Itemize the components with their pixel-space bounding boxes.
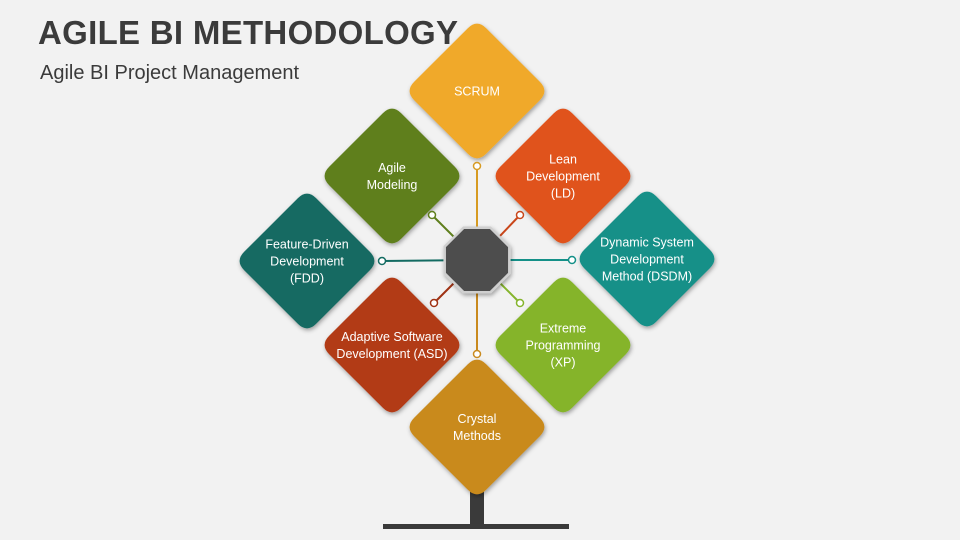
diamond-dynamic-system-development-method [579,191,715,327]
stand-trunk [470,490,484,528]
connector-dot-dynamic-system-development-method [567,255,577,265]
diamond-feature-driven-development [239,193,375,329]
node-label-extreme-programming: Extreme [540,322,587,336]
stand-base [383,524,569,529]
central-octagon [443,226,511,294]
diamond-scrum [409,23,545,159]
diamond-crystal-methods [409,359,545,495]
page-title: AGILE BI METHODOLOGY [38,14,459,51]
connector-dot-crystal-methods [472,349,482,359]
node-label-extreme-programming: Programming [525,339,600,353]
node-label-crystal-methods: Crystal [458,412,497,426]
diamond-extreme-programming [495,277,631,413]
diamond-adaptive-software-development [324,277,460,413]
connector-dots [377,161,577,359]
diamond-agile-modeling [324,108,460,244]
node-label-adaptive-software-development: Adaptive Software [341,330,442,344]
node-label-scrum: SCRUM [454,85,500,99]
node-label-extreme-programming: (XP) [551,356,576,370]
connector-dot-agile-modeling [427,210,437,220]
node-label-feature-driven-development: Feature-Driven [265,238,348,252]
node-label-agile-modeling: Modeling [367,178,418,192]
connector-dot-extreme-programming [515,298,525,308]
tree-stand [383,490,569,529]
node-label-lean-development: Lean [549,153,577,167]
node-label-lean-development: Development [526,170,600,184]
diamond-lean-development [495,108,631,244]
node-label-agile-modeling: Agile [378,161,406,175]
node-label-lean-development: (LD) [551,187,575,201]
connector-dot-feature-driven-development [377,256,387,266]
node-label-feature-driven-development: Development [270,255,344,269]
connector-dot-lean-development [515,210,525,220]
node-label-feature-driven-development: (FDD) [290,272,324,286]
connector-dot-scrum [472,161,482,171]
node-scrum: SCRUM [409,23,545,159]
node-label-crystal-methods: Methods [453,429,501,443]
node-label-adaptive-software-development: Development (ASD) [336,347,447,361]
node-label-dynamic-system-development-method: Method (DSDM) [602,270,692,284]
connector-dot-adaptive-software-development [429,298,439,308]
node-label-dynamic-system-development-method: Development [610,253,684,267]
page-subtitle: Agile BI Project Management [40,62,300,84]
node-label-dynamic-system-development-method: Dynamic System [600,236,694,250]
